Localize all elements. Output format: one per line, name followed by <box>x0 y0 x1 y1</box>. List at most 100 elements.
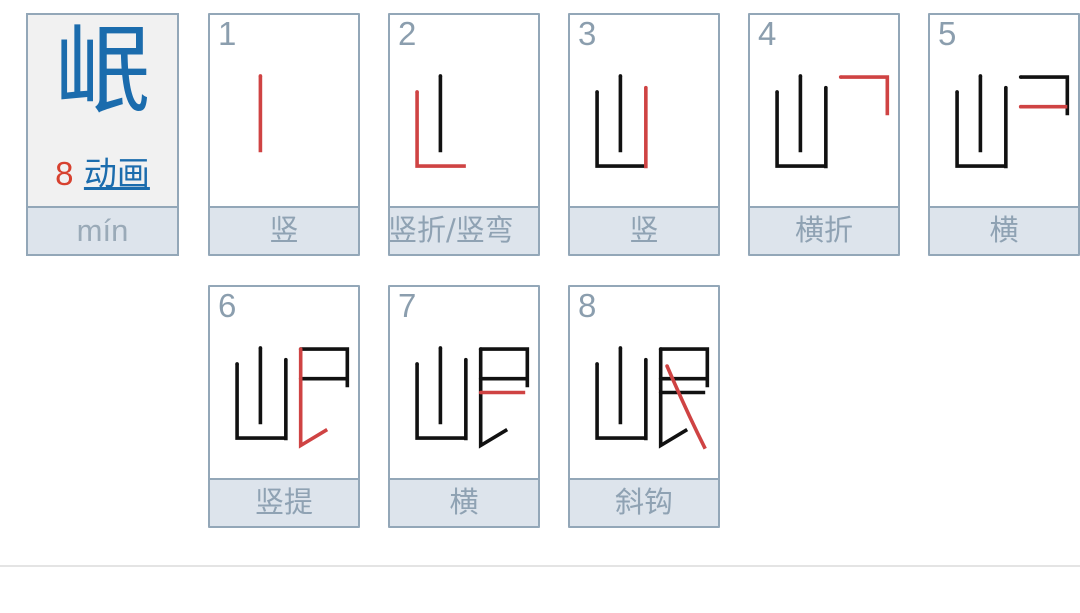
stroke-start-dot <box>298 347 303 351</box>
step-number: 5 <box>938 15 957 52</box>
stroke-name-label: 竖 <box>269 212 299 247</box>
stroke-start-dot <box>1004 85 1008 90</box>
stroke-name-footer: 横 <box>930 206 1078 254</box>
stroke-start-dot <box>978 74 983 78</box>
stroke-step-canvas: 6 <box>210 287 358 478</box>
active-stroke <box>665 365 707 450</box>
bottom-divider <box>0 565 1080 567</box>
completed-stroke <box>660 347 710 388</box>
active-stroke <box>415 91 466 168</box>
stroke-start-dot <box>595 90 599 94</box>
step-number: 8 <box>578 287 597 324</box>
active-stroke <box>840 75 890 116</box>
completed-stroke <box>300 347 350 388</box>
stroke-name-footer: 竖折/竖弯 <box>390 206 538 254</box>
stroke-step-cell[interactable]: 8 斜钩 <box>568 285 720 528</box>
active-stroke <box>298 349 329 449</box>
step-number: 2 <box>398 15 417 52</box>
stroke-step-canvas: 5 <box>930 15 1078 206</box>
stroke-start-dot <box>415 90 419 94</box>
completed-stroke <box>415 363 466 440</box>
character-meta-row: 8 动画 <box>28 147 177 195</box>
completed-stroke <box>235 363 286 440</box>
stroke-diagram <box>415 346 530 449</box>
stroke-step-canvas: 8 <box>570 287 718 478</box>
stroke-start-dot <box>478 390 483 395</box>
stroke-name-label: 竖折/竖弯 <box>390 212 514 247</box>
stroke-start-dot <box>595 362 599 366</box>
stroke-name-label: 横折 <box>794 212 853 247</box>
stroke-start-dot <box>478 347 483 351</box>
stroke-start-dot <box>618 346 623 350</box>
stroke-step-canvas: 3 <box>570 15 718 206</box>
stroke-start-dot <box>665 364 669 368</box>
stroke-start-dot <box>438 74 443 78</box>
stroke-name-footer: 竖 <box>570 206 718 254</box>
character-summary-card[interactable]: 岷 8 动画 mín <box>26 13 179 256</box>
stroke-start-dot <box>838 75 843 79</box>
stroke-step-canvas: 1 <box>210 15 358 206</box>
stroke-step-cell[interactable]: 2 竖折/竖弯 <box>388 13 540 256</box>
completed-stroke <box>480 347 530 388</box>
step-number: 1 <box>218 15 237 52</box>
step-number: 6 <box>218 287 237 324</box>
stroke-start-dot <box>438 346 443 350</box>
stroke-step-cell[interactable]: 6 竖提 <box>208 285 360 528</box>
stroke-start-dot <box>955 90 959 94</box>
completed-stroke <box>955 91 1006 168</box>
completed-stroke <box>1020 75 1070 116</box>
completed-stroke <box>478 349 509 449</box>
stroke-start-dot <box>644 85 648 90</box>
stroke-diagram <box>955 74 1070 169</box>
stroke-start-dot <box>1018 104 1023 109</box>
step-number: 3 <box>578 15 597 52</box>
stroke-start-dot <box>824 85 828 90</box>
character-summary-body: 岷 8 动画 <box>28 15 177 206</box>
completed-stroke <box>595 363 646 440</box>
stroke-diagram <box>415 74 466 168</box>
stroke-start-dot <box>1018 75 1023 79</box>
stroke-start-dot <box>644 357 648 362</box>
stroke-start-dot <box>618 74 623 78</box>
stroke-name-label: 竖 <box>629 212 659 247</box>
pinyin-footer: mín <box>28 206 177 254</box>
stroke-name-footer: 横折 <box>750 206 898 254</box>
stroke-count: 8 <box>55 155 74 192</box>
stroke-step-canvas: 7 <box>390 287 538 478</box>
stroke-step-canvas: 2 <box>390 15 538 206</box>
stroke-name-footer: 横 <box>390 478 538 526</box>
character-glyph: 岷 <box>54 15 151 127</box>
step-number: 7 <box>398 287 417 324</box>
stroke-start-dot <box>258 74 263 78</box>
stroke-start-dot <box>775 90 779 94</box>
pinyin-label: mín <box>76 212 129 248</box>
stroke-diagram <box>775 74 890 169</box>
stroke-name-footer: 斜钩 <box>570 478 718 526</box>
completed-stroke <box>775 91 826 168</box>
stroke-step-cell[interactable]: 4 横折 <box>748 13 900 256</box>
stroke-name-label: 竖提 <box>254 484 313 519</box>
stroke-start-dot <box>284 357 288 362</box>
animate-link[interactable]: 动画 <box>83 154 150 193</box>
stroke-start-dot <box>798 74 803 78</box>
stroke-start-dot <box>658 347 663 351</box>
stroke-name-label: 斜钩 <box>614 484 673 519</box>
stroke-start-dot <box>415 362 419 366</box>
stroke-name-footer: 竖提 <box>210 478 358 526</box>
stroke-diagram <box>595 346 710 450</box>
stroke-start-dot <box>258 346 263 350</box>
completed-stroke <box>595 91 646 168</box>
stroke-start-dot <box>235 362 239 366</box>
stroke-name-label: 横 <box>449 484 479 519</box>
step-number: 4 <box>758 15 777 52</box>
completed-stroke <box>658 349 689 449</box>
stroke-step-canvas: 4 <box>750 15 898 206</box>
stroke-name-footer: 竖 <box>210 206 358 254</box>
stroke-start-dot <box>658 390 663 395</box>
stroke-name-label: 横 <box>989 212 1019 247</box>
